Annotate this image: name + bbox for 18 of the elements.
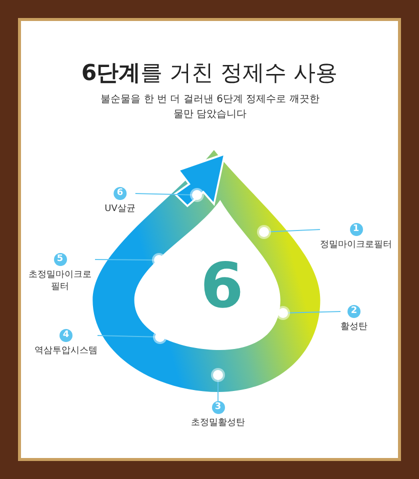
step-number-badge: 5 (54, 253, 66, 266)
step-number-badge: 3 (212, 401, 224, 414)
leader-line (288, 311, 341, 314)
step-label: UV살균 (104, 203, 136, 215)
step-label: 활성탄 (340, 321, 368, 333)
point-marker (278, 308, 288, 318)
title: 6단계를 거친 정제수 사용 (80, 60, 339, 88)
step-count-number: 6 (199, 250, 245, 322)
step-label: 역삼투압시스템 (34, 345, 98, 357)
step-label: 정밀마이크로필터 (320, 239, 392, 251)
leader-line (134, 193, 192, 196)
step-number-badge: 1 (350, 223, 362, 236)
leader-line (268, 229, 320, 232)
subtitle: 불순물을 한 번 더 걸러낸 6단계 정제수로 깨끗한 물만 담았습니다 (100, 93, 320, 122)
step-number-badge: 4 (60, 329, 72, 342)
step-label: 초정밀마이크로 필터 (28, 269, 92, 293)
step-number-badge: 2 (348, 305, 360, 318)
step-label: 초정밀활성탄 (191, 417, 245, 429)
